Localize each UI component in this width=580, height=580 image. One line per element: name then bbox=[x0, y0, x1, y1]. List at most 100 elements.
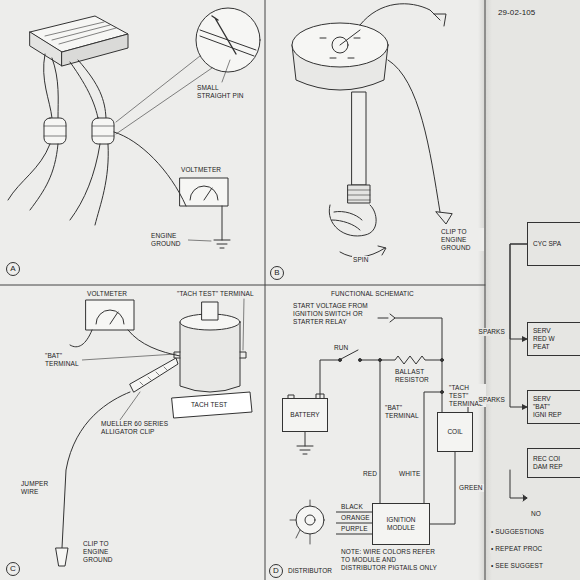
magnified-inset bbox=[116, 8, 260, 134]
coil-box: COIL bbox=[437, 412, 473, 452]
module-wires bbox=[44, 126, 114, 136]
panel-letter: D bbox=[269, 564, 283, 578]
distributor-symbol bbox=[290, 500, 324, 544]
page-ground bbox=[492, 0, 580, 580]
schematic-wiring bbox=[359, 359, 362, 362]
switch-label: RUN bbox=[333, 344, 349, 352]
bullet-text: • SEE SUGGEST bbox=[490, 562, 544, 570]
wire-color: RED bbox=[362, 470, 378, 478]
node-text: BATTERY bbox=[290, 411, 319, 419]
distributor-b bbox=[329, 205, 376, 236]
bullet-text: • SUGGESTIONS bbox=[490, 528, 545, 536]
electronic-module bbox=[30, 32, 62, 66]
edge-label: SPARKS bbox=[478, 328, 507, 336]
battery-box: BATTERY bbox=[282, 398, 328, 432]
node-text: SERV "BAT" IGNI REP bbox=[533, 395, 563, 418]
tag-text: TACH TEST bbox=[190, 401, 228, 409]
ignition-coil bbox=[202, 302, 218, 320]
module-wires bbox=[92, 118, 114, 144]
node-text: REC COI DAM REP bbox=[533, 455, 563, 471]
schematic-title: FUNCTIONAL SCHEMATIC bbox=[330, 290, 415, 298]
node-text: CYC SPA bbox=[533, 240, 561, 248]
ignition-coil bbox=[174, 352, 246, 358]
ground-label: CLIP TO ENGINE GROUND bbox=[440, 228, 484, 251]
connector bbox=[510, 244, 527, 339]
edge-label: GREEN bbox=[458, 484, 484, 492]
edge-label: SPARKS bbox=[478, 396, 507, 404]
node-text: COIL bbox=[447, 428, 462, 436]
alligator-clip bbox=[120, 358, 178, 420]
step-box: REC COI DAM REP bbox=[527, 448, 580, 478]
distributor-node: DISTRIBUTOR bbox=[284, 500, 336, 575]
voltmeter-a bbox=[214, 206, 230, 248]
alligator-clip bbox=[130, 358, 178, 392]
note-text: NOTE: WIRE COLORS REFER TO MODULE AND DI… bbox=[340, 548, 442, 571]
ignition-coil bbox=[243, 299, 244, 350]
distributor-b bbox=[348, 185, 370, 203]
distributor-b bbox=[292, 23, 388, 67]
page-ground bbox=[478, 0, 580, 580]
panel-frame bbox=[0, 0, 485, 580]
panel-letter: C bbox=[6, 562, 20, 576]
panel-letter: B bbox=[270, 266, 284, 280]
schematic-wiring bbox=[378, 314, 442, 412]
ignition-coil bbox=[172, 392, 252, 418]
module-box: IGNITION MODULE bbox=[372, 503, 430, 545]
module-wires bbox=[44, 54, 106, 118]
distributor-b bbox=[320, 30, 360, 58]
motion-label: SPIN bbox=[352, 256, 370, 264]
magnified-inset bbox=[212, 16, 236, 54]
connector bbox=[336, 534, 372, 535]
distributor-symbol bbox=[290, 500, 310, 544]
voltmeter-a bbox=[114, 132, 186, 206]
step-box: CYC SPA bbox=[527, 222, 580, 266]
distributor-b bbox=[388, 60, 452, 224]
voltmeter-a bbox=[190, 186, 218, 200]
connector bbox=[336, 523, 372, 524]
troubleshooting-flow bbox=[510, 470, 527, 498]
terminal-label: "BAT" TERMINAL bbox=[384, 404, 422, 420]
panel-frame bbox=[0, 0, 485, 580]
troubleshooting-flow bbox=[523, 495, 527, 501]
supply-note: START VOLTAGE FROM IGNITION SWITCH OR ST… bbox=[292, 302, 374, 325]
distributor-b bbox=[348, 190, 370, 200]
component-label: BALLAST RESISTOR bbox=[394, 368, 436, 384]
alligator-clip bbox=[140, 367, 167, 385]
edge-label: ORANGE bbox=[340, 514, 371, 522]
edge-label: PURPLE bbox=[340, 525, 369, 533]
flow-text: NO bbox=[530, 510, 542, 518]
magnified-inset bbox=[222, 60, 230, 82]
module-wires bbox=[8, 144, 108, 225]
distributor-b bbox=[352, 92, 366, 185]
schematic-wiring bbox=[380, 361, 441, 503]
jumper-wire bbox=[62, 392, 130, 548]
step-box: SERV "BAT" IGNI REP bbox=[527, 390, 580, 424]
jumper-wire bbox=[56, 548, 68, 566]
voltmeter-a bbox=[180, 178, 228, 206]
alligator-clip bbox=[120, 392, 140, 420]
node-text: IGNITION MODULE bbox=[376, 516, 426, 532]
node-text: SERV RED W PEAT bbox=[533, 327, 563, 350]
connector bbox=[430, 452, 455, 524]
magnified-inset bbox=[196, 8, 260, 72]
distributor-symbol bbox=[305, 515, 315, 525]
distributor-b bbox=[360, 4, 446, 26]
ground-label: CLIP TO ENGINE GROUND bbox=[82, 540, 134, 563]
magnified-inset bbox=[200, 30, 256, 56]
schematic-wiring bbox=[339, 359, 342, 362]
voltmeter-a bbox=[114, 132, 230, 248]
part-label: MUELLER 60 SERIES ALLIGATOR CLIP bbox=[100, 420, 172, 436]
ground-label: ENGINE GROUND bbox=[150, 232, 188, 248]
panel-letter: A bbox=[6, 262, 20, 276]
ignition-coil bbox=[172, 299, 252, 418]
voltmeter-c bbox=[70, 300, 180, 360]
ignition-coil bbox=[180, 322, 240, 392]
voltmeter-a bbox=[188, 240, 211, 241]
node-text: DISTRIBUTOR bbox=[288, 567, 332, 575]
bullet-text: • REPEAT PROC bbox=[490, 545, 543, 553]
electronic-module bbox=[62, 34, 128, 66]
module-wires bbox=[8, 54, 114, 225]
instrument-label: VOLTMETER bbox=[180, 166, 222, 174]
troubleshooting-flow bbox=[510, 470, 527, 501]
voltmeter-c bbox=[128, 330, 180, 356]
